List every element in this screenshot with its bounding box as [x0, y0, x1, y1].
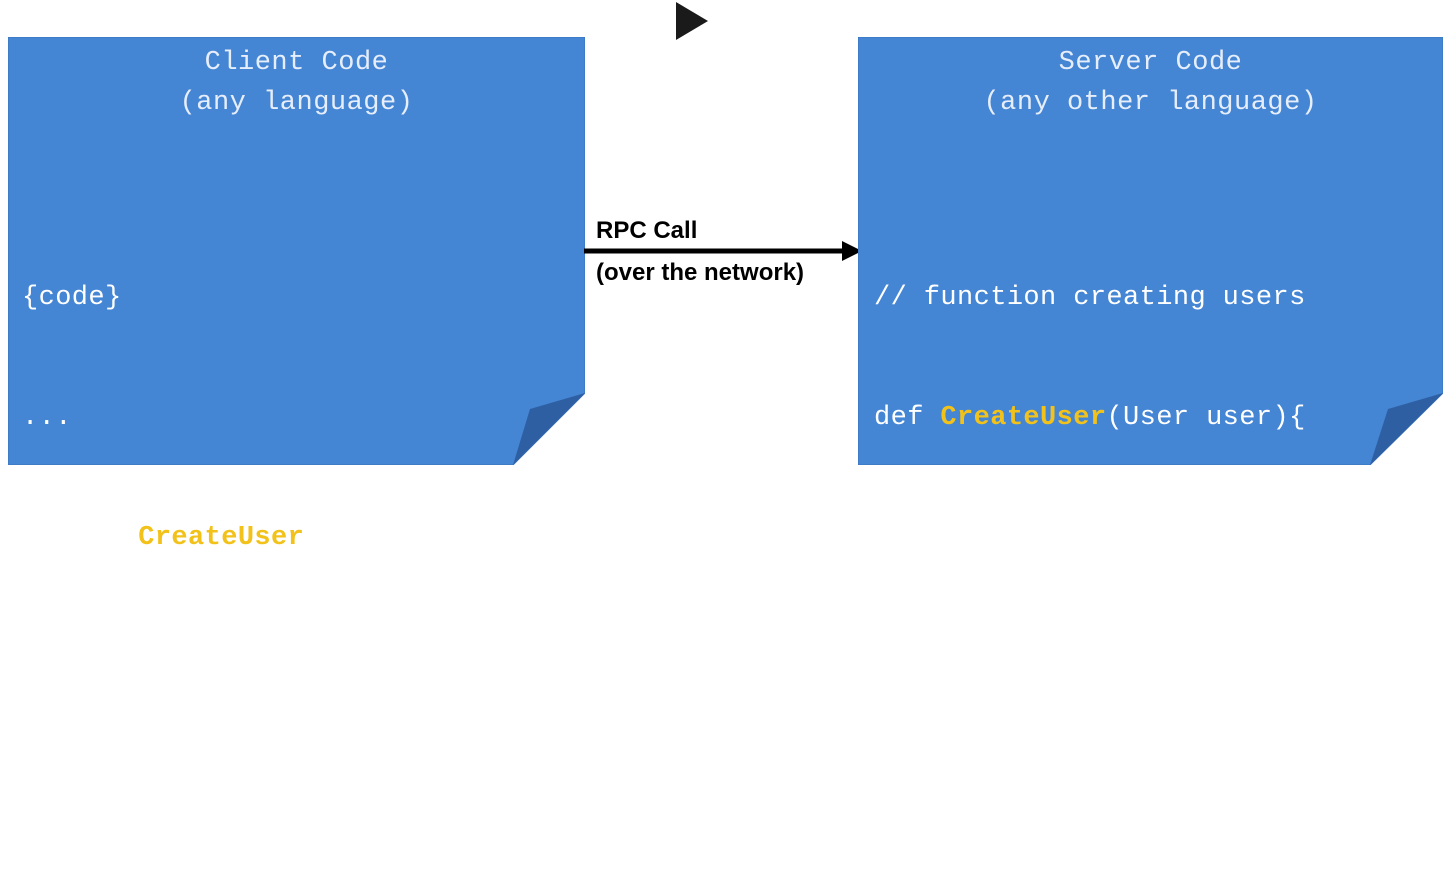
- client-call-suffix: (user): [304, 523, 404, 553]
- client-subtitle: (any language): [179, 88, 414, 118]
- server-def-suffix: (User user){: [1106, 403, 1306, 433]
- server-code-line-2: def CreateUser(User user){: [874, 398, 1306, 438]
- play-icon[interactable]: [676, 2, 710, 40]
- client-code-block: {code} ... server.CreateUser(user) ... {…: [22, 198, 404, 878]
- client-code-line-5: {code}: [22, 763, 122, 793]
- rpc-call-arrow: [584, 241, 862, 261]
- server-code-line-3: ...: [874, 523, 924, 553]
- server-subtitle: (any other language): [983, 88, 1318, 118]
- server-code-note: Server Code (any other language) // func…: [858, 37, 1443, 673]
- server-createuser-highlight: CreateUser: [940, 403, 1107, 433]
- client-note-shape: [8, 37, 585, 465]
- network-label: (over the network): [596, 259, 805, 286]
- server-title: Server Code: [1058, 48, 1243, 78]
- client-code-line-3: server.CreateUser(user): [22, 518, 404, 558]
- server-def-prefix: def: [874, 403, 941, 433]
- client-code-line-2: ...: [22, 403, 72, 433]
- client-code-line-1: {code}: [22, 283, 122, 313]
- rpc-call-label: RPC Call: [596, 217, 698, 244]
- client-call-prefix: server.: [22, 523, 139, 553]
- server-code-block: // function creating users def CreateUse…: [874, 198, 1306, 758]
- server-note-shape: [858, 37, 1443, 465]
- client-title: Client Code: [204, 48, 389, 78]
- server-code-line-4: }: [874, 643, 891, 673]
- server-code-line-1: // function creating users: [874, 283, 1306, 313]
- client-code-line-4: ...: [22, 643, 72, 673]
- client-code-note: Client Code (any language) {code} ... se…: [8, 37, 585, 793]
- client-createuser-highlight: CreateUser: [138, 523, 305, 553]
